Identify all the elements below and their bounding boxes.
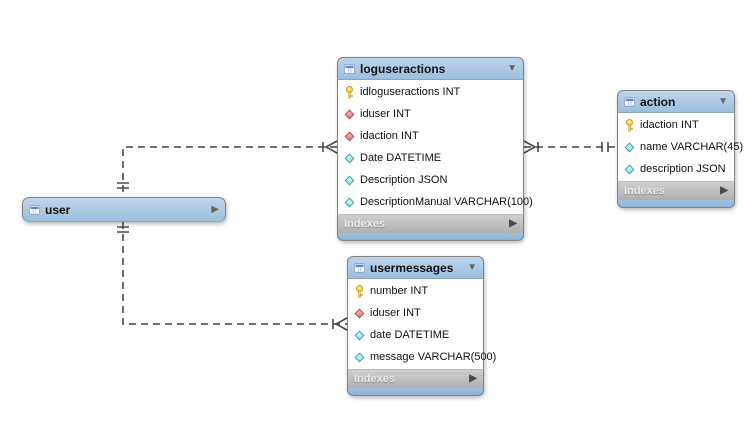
column-icon — [624, 164, 635, 174]
column-icon — [344, 175, 355, 185]
indexes-label: Indexes — [624, 185, 665, 197]
table-title: usermessages — [370, 260, 454, 275]
column-row[interactable]: date DATETIME — [348, 324, 483, 346]
table-icon — [29, 204, 40, 216]
relationship-loguseractions-action[interactable] — [523, 140, 617, 154]
table-loguseractions[interactable]: loguseractions ▼ idloguseractions INT id… — [337, 57, 533, 241]
column-row[interactable]: Description JSON — [338, 169, 523, 191]
column-label: message VARCHAR(500) — [370, 351, 497, 363]
column-row[interactable]: message VARCHAR(500) — [348, 346, 496, 368]
table-footer-strip — [617, 200, 735, 208]
table-icon — [354, 262, 365, 274]
column-row[interactable]: number INT — [348, 280, 483, 302]
table-header[interactable]: user ▶ — [22, 197, 226, 222]
table-user[interactable]: user ▶ — [22, 197, 226, 222]
table-icon — [344, 63, 355, 75]
table-header[interactable]: loguseractions ▼ — [337, 57, 524, 80]
collapse-arrow-icon[interactable]: ▶ — [211, 203, 219, 215]
column-label: idaction INT — [360, 130, 419, 142]
expand-arrow-icon: ▶ — [509, 218, 517, 229]
primary-key-icon — [344, 85, 355, 99]
collapse-arrow-icon[interactable]: ▼ — [718, 95, 728, 107]
foreign-key-icon — [354, 308, 365, 318]
table-header[interactable]: usermessages ▼ — [347, 256, 484, 279]
expand-arrow-icon: ▶ — [720, 185, 728, 196]
column-row[interactable]: description JSON — [618, 158, 734, 180]
indexes-row[interactable]: Indexes ▶ — [347, 369, 484, 388]
column-row[interactable]: name VARCHAR(45) — [618, 136, 743, 158]
column-label: description JSON — [640, 163, 726, 175]
primary-key-icon — [354, 284, 365, 298]
column-icon — [354, 352, 365, 362]
table-footer-strip — [347, 388, 484, 396]
column-label: iduser INT — [370, 307, 421, 319]
table-title: user — [45, 202, 71, 217]
indexes-label: Indexes — [344, 218, 385, 230]
foreign-key-icon — [344, 109, 355, 119]
collapse-arrow-icon[interactable]: ▼ — [467, 261, 477, 273]
column-label: date DATETIME — [370, 329, 450, 341]
column-row[interactable]: iduser INT — [338, 103, 523, 125]
column-icon — [624, 142, 635, 152]
table-footer-strip — [337, 233, 524, 241]
column-row[interactable]: DescriptionManual VARCHAR(100) — [338, 191, 533, 213]
column-label: number INT — [370, 285, 429, 297]
column-label: Date DATETIME — [360, 152, 442, 164]
relationship-user-loguseractions[interactable] — [117, 140, 338, 197]
column-label: idloguseractions INT — [360, 86, 461, 98]
column-label: idaction INT — [640, 119, 699, 131]
table-icon — [624, 96, 635, 108]
column-row[interactable]: idaction INT — [618, 114, 734, 136]
column-label: DescriptionManual VARCHAR(100) — [360, 196, 533, 208]
column-row[interactable]: idaction INT — [338, 125, 523, 147]
column-icon — [344, 153, 355, 163]
table-usermessages[interactable]: usermessages ▼ number INT iduser INT dat… — [347, 256, 496, 396]
table-title: action — [640, 94, 676, 109]
table-header[interactable]: action ▼ — [617, 90, 735, 113]
column-label: iduser INT — [360, 108, 411, 120]
column-icon — [344, 197, 355, 207]
column-row[interactable]: Date DATETIME — [338, 147, 523, 169]
column-list: number INT iduser INT date DATETIME mess… — [347, 279, 496, 369]
column-label: name VARCHAR(45) — [640, 141, 744, 153]
expand-arrow-icon: ▶ — [469, 373, 477, 384]
collapse-arrow-icon[interactable]: ▼ — [507, 62, 517, 74]
foreign-key-icon — [344, 131, 355, 141]
table-action[interactable]: action ▼ idaction INT name VARCHAR(45) d… — [617, 90, 743, 208]
table-title: loguseractions — [360, 61, 446, 76]
indexes-row[interactable]: Indexes ▶ — [617, 181, 735, 200]
indexes-label: Indexes — [354, 373, 395, 385]
column-label: Description JSON — [360, 174, 448, 186]
relationship-user-usermessages[interactable] — [117, 222, 348, 331]
column-list: idloguseractions INT iduser INT idaction… — [337, 80, 533, 214]
column-row[interactable]: iduser INT — [348, 302, 483, 324]
column-icon — [354, 330, 365, 340]
column-row[interactable]: idloguseractions INT — [338, 81, 523, 103]
primary-key-icon — [624, 118, 635, 132]
indexes-row[interactable]: Indexes ▶ — [337, 214, 524, 233]
column-list: idaction INT name VARCHAR(45) descriptio… — [617, 113, 743, 181]
